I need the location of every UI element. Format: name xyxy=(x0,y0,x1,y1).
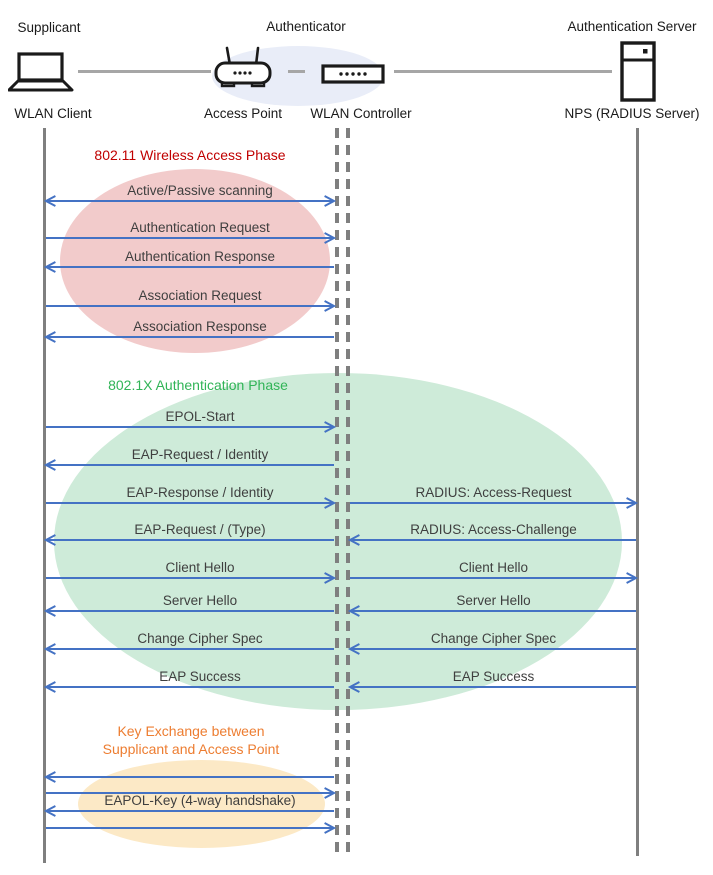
phase-ellipse-wireless-access xyxy=(60,169,330,353)
device-label-wlan-client: WLAN Client xyxy=(14,106,92,121)
lifeline-wlan-controller-right xyxy=(346,128,350,858)
message-label: RADIUS: Access-Request xyxy=(415,485,572,500)
message-label: Association Request xyxy=(138,288,262,303)
message-label: EAP Success xyxy=(452,669,535,684)
lifeline-wlan-controller-left xyxy=(335,128,339,858)
message-label: Association Response xyxy=(133,319,267,334)
message-label: EAP Success xyxy=(159,669,241,684)
connector-client-ap xyxy=(78,70,211,73)
message-label: Change Cipher Spec xyxy=(430,631,557,646)
connector-controller-server xyxy=(394,70,612,73)
message-label: Change Cipher Spec xyxy=(137,631,263,646)
device-label-access-point: Access Point xyxy=(203,106,283,121)
laptop-icon xyxy=(8,52,74,92)
message-label: Authentication Request xyxy=(130,220,270,235)
message-label: Server Hello xyxy=(162,593,238,608)
lifeline-wlan-client xyxy=(43,128,46,863)
server-icon xyxy=(620,41,656,102)
message-label: EAP-Request / (Type) xyxy=(134,522,266,537)
message-label: EAP-Request / Identity xyxy=(131,447,269,462)
message-label: Client Hello xyxy=(165,560,235,575)
wlan-controller-icon xyxy=(321,64,385,84)
message-label: EAPOL-Key (4-way handshake) xyxy=(104,793,296,808)
phase-title-authentication: 802.1X Authentication Phase xyxy=(108,377,288,393)
phase-ellipse-key-exchange xyxy=(78,760,325,848)
message-label: EPOL-Start xyxy=(165,409,235,424)
phase-title-wireless-access: 802.11 Wireless Access Phase xyxy=(94,147,286,163)
access-point-icon xyxy=(214,46,272,88)
connector-ap-controller xyxy=(288,70,305,73)
lifeline-nps-server xyxy=(636,128,639,856)
device-label-wlan-controller: WLAN Controller xyxy=(310,106,412,121)
role-supplicant: Supplicant xyxy=(17,20,81,35)
role-authenticator: Authenticator xyxy=(266,19,346,34)
message-label: EAP-Response / Identity xyxy=(126,485,274,500)
message-label: Client Hello xyxy=(458,560,529,575)
message-label: Authentication Response xyxy=(124,249,276,264)
message-label: Server Hello xyxy=(456,593,531,608)
message-label: Active/Passive scanning xyxy=(127,183,273,198)
role-authentication-server: Authentication Server xyxy=(567,19,697,34)
message-label: RADIUS: Access-Challenge xyxy=(410,522,577,537)
device-label-nps-radius-server: NPS (RADIUS Server) xyxy=(564,106,700,121)
phase-title-key-exchange: Key Exchange between Supplicant and Acce… xyxy=(102,723,280,757)
